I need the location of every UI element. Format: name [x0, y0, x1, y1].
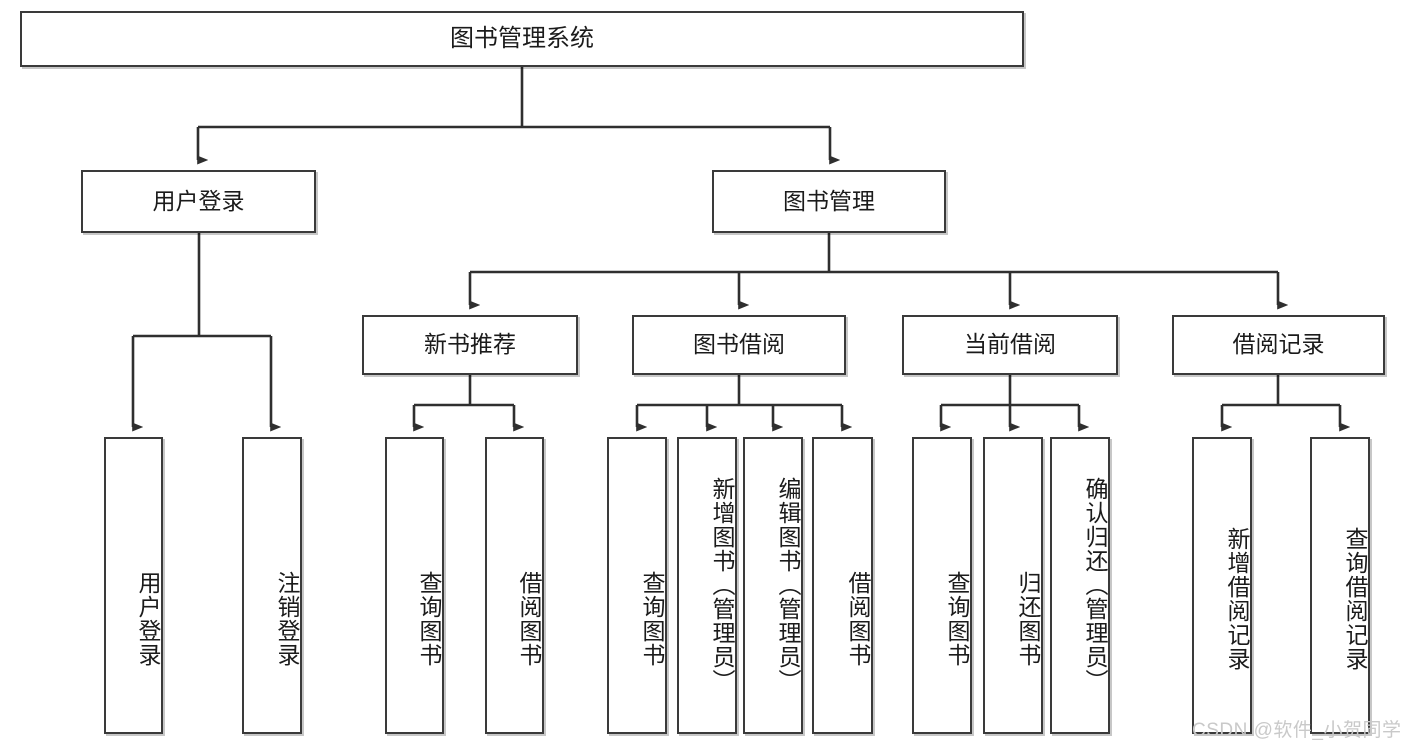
node-current-borrow[interactable]: 当前借阅: [902, 315, 1118, 375]
leaf-borrow-edit-book-admin[interactable]: 编辑图书（管理员）: [743, 437, 803, 734]
node-borrow-record[interactable]: 借阅记录: [1172, 315, 1385, 375]
leaf-new-book-borrow[interactable]: 借阅图书: [485, 437, 544, 734]
node-root-system[interactable]: 图书管理系统: [20, 11, 1024, 67]
leaf-new-book-query[interactable]: 查询图书: [385, 437, 444, 734]
node-user-login[interactable]: 用户登录: [81, 170, 316, 233]
leaf-current-return-book[interactable]: 归还图书: [983, 437, 1043, 734]
leaf-record-query[interactable]: 查询借阅记录: [1310, 437, 1370, 734]
leaf-borrow-query-book[interactable]: 查询图书: [607, 437, 667, 734]
leaf-borrow-borrow-book[interactable]: 借阅图书: [812, 437, 873, 734]
node-book-borrow[interactable]: 图书借阅: [632, 315, 846, 375]
leaf-current-confirm-return-admin[interactable]: 确认归还（管理员）: [1050, 437, 1110, 734]
csdn-watermark: CSDN @软件_小贺同学: [1192, 720, 1402, 741]
leaf-current-query-book[interactable]: 查询图书: [912, 437, 972, 734]
leaf-user-login-signin[interactable]: 用户登录: [104, 437, 163, 734]
node-book-management[interactable]: 图书管理: [712, 170, 946, 233]
leaf-user-login-signout[interactable]: 注销登录: [242, 437, 302, 734]
leaf-borrow-add-book-admin[interactable]: 新增图书（管理员）: [677, 437, 737, 734]
leaf-record-add[interactable]: 新增借阅记录: [1192, 437, 1252, 734]
node-new-book-recommend[interactable]: 新书推荐: [362, 315, 578, 375]
